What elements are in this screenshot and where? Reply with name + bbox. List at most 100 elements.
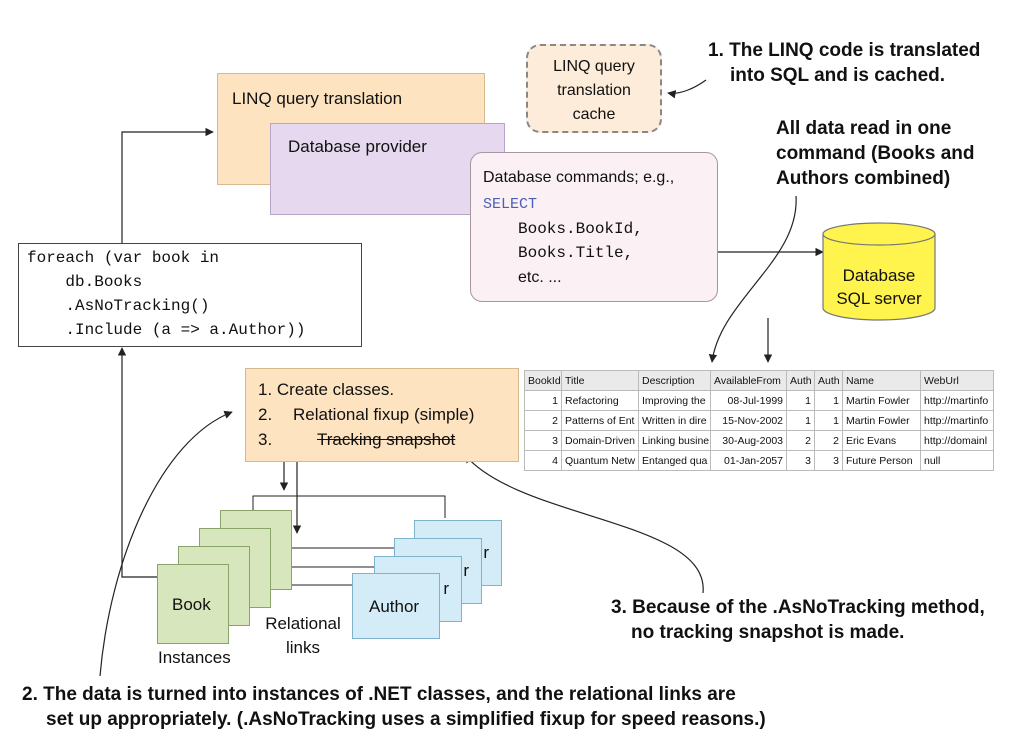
- relational-link-1: [252, 495, 446, 518]
- cache-line-1: LINQ query: [553, 58, 635, 75]
- book-card-label: Book: [172, 595, 211, 614]
- table-cell: 1: [786, 410, 815, 431]
- table-row: 1 Refactoring Improving the 08-Jul-1999 …: [524, 390, 994, 411]
- table-row: 4 Quantum Netw Entanged qua 01-Jan-2057 …: [524, 450, 994, 471]
- arrow-all-data-to-table: [708, 195, 797, 363]
- table-cell: Written in dire: [638, 410, 711, 431]
- commands-heading: Database commands; e.g.,: [483, 169, 675, 186]
- table-cell: http://domainl: [920, 430, 994, 451]
- table-cell: 08-Jul-1999: [710, 390, 787, 411]
- step-1: 1. Create classes.: [258, 380, 395, 399]
- table-cell: 1: [814, 390, 843, 411]
- column-header: Name: [842, 370, 921, 391]
- table-cell: Martin Fowler: [842, 410, 921, 431]
- arrow-code-to-translation: [121, 127, 214, 243]
- arrow-annotation3-to-steps: [464, 454, 704, 594]
- table-cell: 1: [786, 390, 815, 411]
- database-cylinder: [822, 222, 936, 321]
- table-header-row: BookId Title Description AvailableFrom A…: [524, 370, 994, 391]
- table-cell: 2: [814, 430, 843, 451]
- code-line-1: foreach (var book in: [27, 249, 220, 267]
- table-cell: 4: [524, 450, 562, 471]
- database-commands-box: Database commands; e.g., SELECT Books.Bo…: [470, 152, 718, 302]
- step-2-number: 2.: [258, 405, 273, 424]
- table-cell: http://martinfo: [920, 410, 994, 431]
- cache-line-2: translation: [557, 82, 631, 99]
- annotation-1-line-2: into SQL and is cached.: [730, 65, 946, 86]
- annotation-2-line-1: 2. The data is turned into instances of …: [22, 684, 736, 705]
- table-cell: Improving the: [638, 390, 711, 411]
- annotation-2: 2. The data is turned into instances of …: [22, 682, 766, 732]
- table-row: 3 Domain-Driven Linking busine 30-Aug-20…: [524, 430, 994, 451]
- table-cell: 30-Aug-2003: [710, 430, 787, 451]
- author-card-partial-label: r: [443, 579, 449, 598]
- annotation-all-data-line-2: command (Books and: [776, 143, 975, 164]
- column-header: AvailableFrom: [710, 370, 787, 391]
- step-3-number: 3.: [258, 430, 273, 449]
- column-header: WebUrl: [920, 370, 994, 391]
- table-row: 2 Patterns of Ent Written in dire 15-Nov…: [524, 410, 994, 431]
- database-label-line-2: SQL server: [836, 289, 922, 308]
- column-header: Description: [638, 370, 711, 391]
- code-line-3: .AsNoTracking(): [27, 297, 210, 315]
- author-card-partial-label: r: [483, 543, 489, 562]
- table-cell: Refactoring: [561, 390, 639, 411]
- table-cell: Eric Evans: [842, 430, 921, 451]
- table-cell: Patterns of Ent: [561, 410, 639, 431]
- foreach-code-box: foreach (var book in db.Books .AsNoTrack…: [18, 243, 362, 347]
- step-3-text: Tracking snapshot: [317, 430, 456, 449]
- author-card-partial-label: r: [463, 561, 469, 580]
- table-cell: 1: [814, 410, 843, 431]
- annotation-1-line-1: 1. The LINQ code is translated: [708, 40, 981, 61]
- table-cell: Future Person: [842, 450, 921, 471]
- book-instance-card: Book: [157, 564, 229, 644]
- table-cell: 3: [786, 450, 815, 471]
- annotation-3-line-1: 3. Because of the .AsNoTracking method,: [611, 597, 985, 618]
- table-cell: 2: [524, 410, 562, 431]
- database-provider-box: Database provider: [270, 123, 505, 215]
- table-cell: Quantum Netw: [561, 450, 639, 471]
- database-provider-label: Database provider: [288, 137, 427, 156]
- code-line-2: db.Books: [27, 273, 143, 291]
- table-cell: 15-Nov-2002: [710, 410, 787, 431]
- annotation-all-data: All data read in one command (Books and …: [776, 116, 974, 191]
- linq-translation-label: LINQ query translation: [232, 89, 403, 108]
- table-cell: null: [920, 450, 994, 471]
- steps-box: 1. Create classes. 2. Relational fixup (…: [245, 368, 519, 462]
- table-cell: Entanged qua: [638, 450, 711, 471]
- cache-line-3: cache: [572, 106, 616, 123]
- table-cell: http://martinfo: [920, 390, 994, 411]
- table-cell: Linking busine: [638, 430, 711, 451]
- annotation-all-data-line-3: Authors combined): [776, 168, 951, 189]
- translation-cache-box: LINQ query translation cache: [526, 44, 662, 133]
- annotation-1: 1. The LINQ code is translated into SQL …: [708, 38, 980, 88]
- instances-label: Instances: [158, 648, 231, 667]
- relational-links-line-2: links: [285, 638, 320, 657]
- database-label: Database SQL server: [822, 264, 936, 310]
- step-2-text: Relational fixup (simple): [293, 405, 475, 424]
- table-cell: 3: [814, 450, 843, 471]
- table-cell: 01-Jan-2057: [710, 450, 787, 471]
- table-cell: Domain-Driven: [561, 430, 639, 451]
- arrow-annotation2-to-steps: [99, 410, 233, 677]
- commands-line-1: Books.BookId,: [518, 220, 643, 238]
- commands-line-2: Books.Title,: [518, 244, 634, 262]
- annotation-all-data-line-1: All data read in one: [776, 118, 952, 139]
- annotation-3: 3. Because of the .AsNoTracking method, …: [611, 595, 985, 645]
- author-instance-card: Author: [352, 573, 440, 639]
- annotation-2-line-2: set up appropriately. (.AsNoTracking use…: [46, 709, 766, 730]
- column-header: BookId: [524, 370, 562, 391]
- relational-links-label: Relational links: [258, 612, 348, 660]
- author-card-label: Author: [369, 597, 420, 616]
- table-cell: 1: [524, 390, 562, 411]
- arrow-instances-to-code: [117, 347, 157, 578]
- column-header: Title: [561, 370, 639, 391]
- database-label-line-1: Database: [842, 266, 916, 285]
- code-line-4: .Include (a => a.Author)): [27, 321, 306, 339]
- table-cell: Martin Fowler: [842, 390, 921, 411]
- relational-links-line-1: Relational: [265, 614, 341, 633]
- commands-line-3: etc. ...: [518, 269, 562, 286]
- result-table: BookId Title Description AvailableFrom A…: [524, 370, 994, 471]
- table-cell: 3: [524, 430, 562, 451]
- sql-select-keyword: SELECT: [483, 196, 538, 213]
